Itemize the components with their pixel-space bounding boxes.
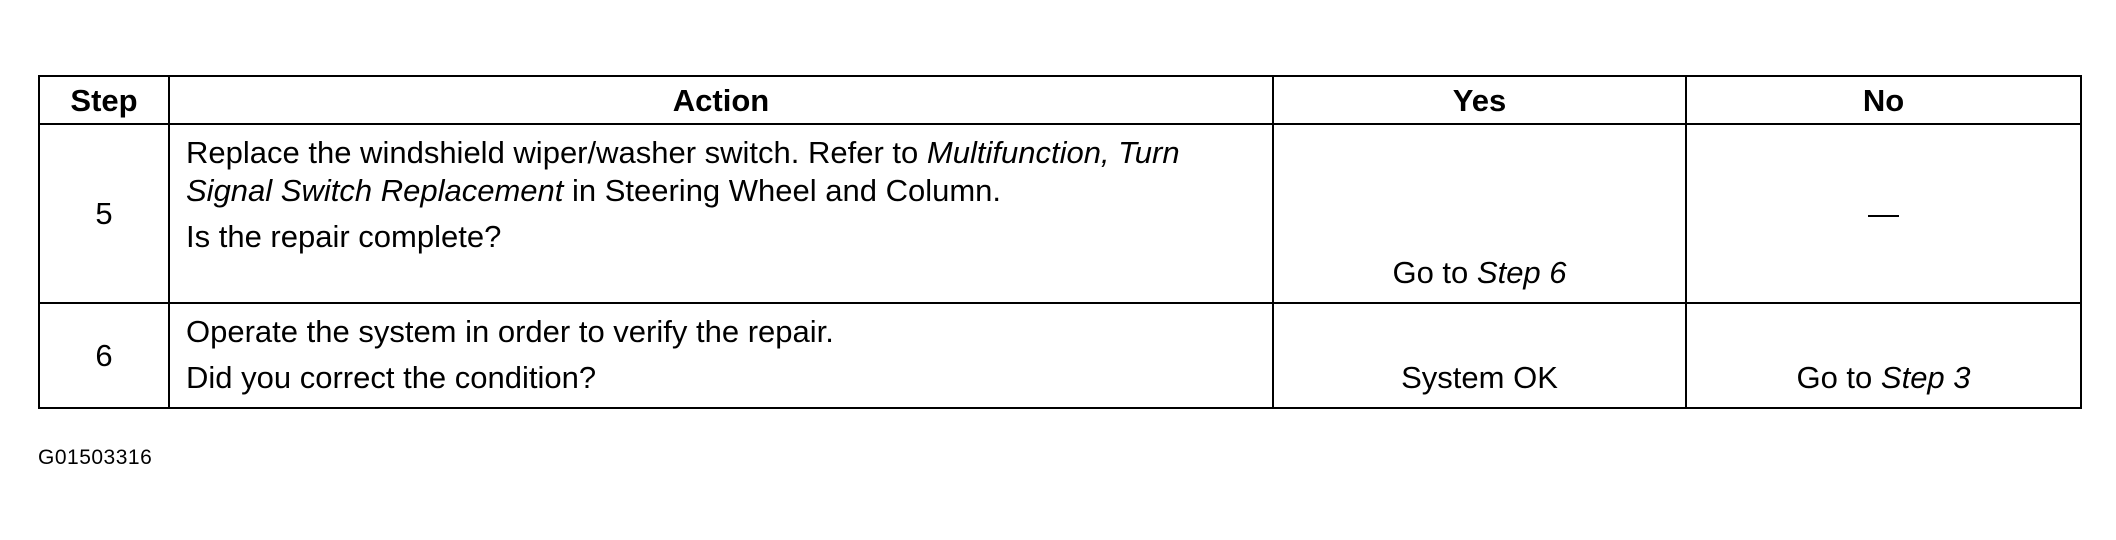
- header-no: No: [1685, 75, 2082, 125]
- yes-result-step-ref: Step 6: [1476, 255, 1567, 290]
- header-step: Step: [38, 75, 170, 125]
- table-row-step-6: 6 Operate the system in order to verify …: [38, 302, 2082, 409]
- no-result: —: [1685, 123, 2082, 304]
- diagnostic-step-table: Step Action Yes No 5 Replace the windshi…: [38, 75, 2082, 409]
- action-reference: Multifunction, Turn Signal Switch Replac…: [186, 135, 1180, 208]
- step-number: 5: [38, 123, 170, 304]
- no-result: Go to Step 3: [1685, 302, 2082, 409]
- action-text-suffix: in Steering Wheel and Column.: [563, 173, 1002, 208]
- table-header-row: Step Action Yes No: [38, 75, 2082, 125]
- action-cell: Operate the system in order to verify th…: [168, 302, 1274, 409]
- action-question: Did you correct the condition?: [186, 360, 597, 395]
- no-result-step-ref: Step 3: [1880, 360, 1971, 395]
- yes-result: System OK: [1272, 302, 1687, 409]
- step-number: 6: [38, 302, 170, 409]
- action-instruction: Operate the system in order to verify th…: [186, 314, 834, 349]
- action-cell: Replace the windshield wiper/washer swit…: [168, 123, 1274, 304]
- action-question: Is the repair complete?: [186, 219, 502, 254]
- figure-id: G01503316: [38, 446, 153, 469]
- header-action: Action: [168, 75, 1274, 125]
- yes-result-text: Go to: [1392, 255, 1477, 290]
- action-text: Replace the windshield wiper/washer swit…: [186, 135, 927, 170]
- no-result-text: Go to: [1796, 360, 1881, 395]
- yes-result: Go to Step 6: [1272, 123, 1687, 304]
- table-row-step-5: 5 Replace the windshield wiper/washer sw…: [38, 123, 2082, 304]
- header-yes: Yes: [1272, 75, 1687, 125]
- diagnostic-table-container: Step Action Yes No 5 Replace the windshi…: [38, 75, 2082, 409]
- action-instruction: Replace the windshield wiper/washer swit…: [186, 134, 1260, 210]
